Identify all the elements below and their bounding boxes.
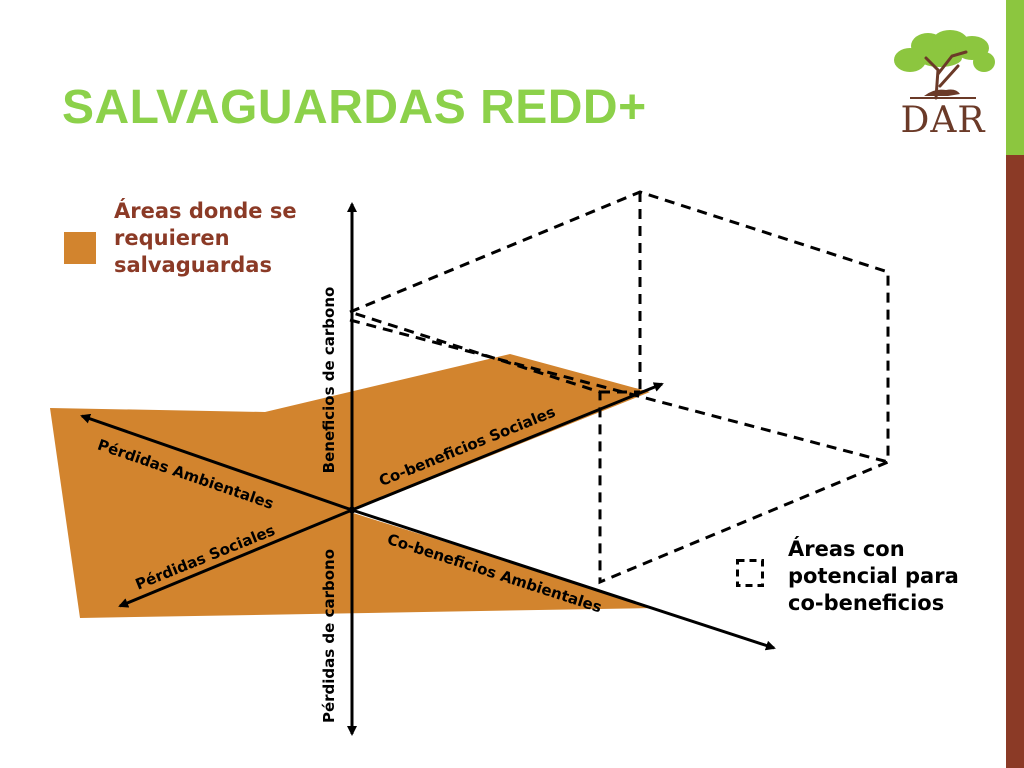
axis-environmental-cobenefits [351,508,776,651]
axis-environmental-losses [80,413,353,512]
legend-cobenefit-label: Áreas con potencial para co-beneficios [788,537,959,615]
label-carbon-benefits: Beneficios de carbono [320,287,338,474]
right-edge-brown-bar [1006,155,1024,768]
logo-text: DAR [900,100,986,141]
legend-safeguard-label: Áreas donde se requieren salvaguardas [114,199,297,277]
legend-safeguard-swatch [64,232,96,264]
cobenefit-area-box [345,190,890,585]
legend-cobenefit-swatch [736,559,764,587]
dar-logo: DAR [888,26,998,141]
slide-title: SALVAGUARDAS REDD+ [62,81,647,134]
axis-origin [348,506,356,514]
tree-icon [894,30,995,100]
axis-social-losses [118,508,353,608]
right-edge-green-bar [1006,0,1024,155]
redd-diagram: Beneficios de carbono Pérdidas de carbon… [50,190,890,736]
axis-social-cobenefits [351,382,664,512]
label-carbon-losses: Pérdidas de carbono [320,549,338,723]
